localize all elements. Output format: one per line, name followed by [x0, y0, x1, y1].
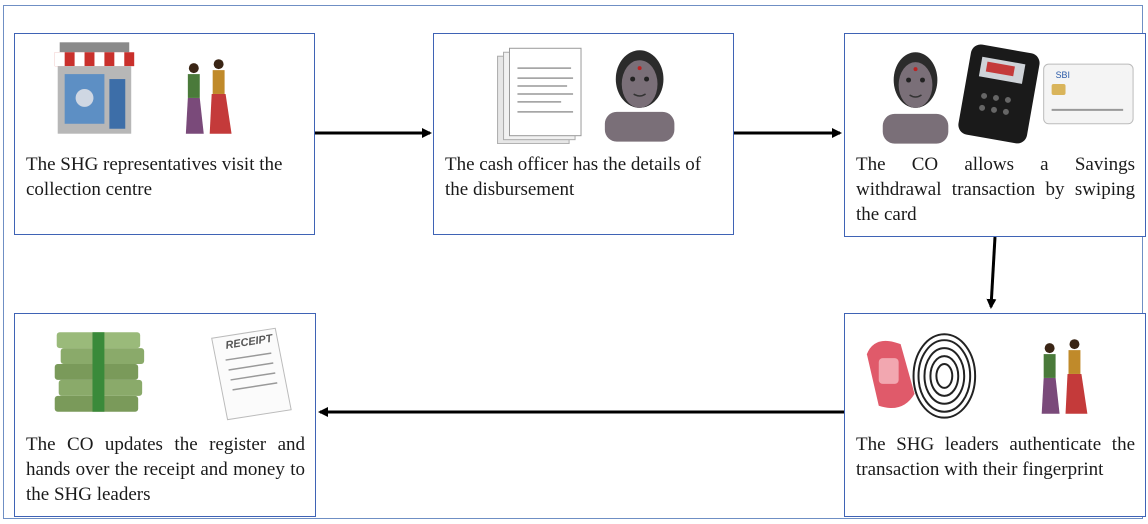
step-box-3: SBI The CO allows a Savings withdrawal t…: [844, 33, 1146, 237]
diagram-frame: [3, 5, 1143, 519]
step5-caption: The CO updates the register and hands ov…: [26, 434, 305, 505]
step-box-4: The SHG leaders authenticate the transac…: [844, 313, 1146, 517]
step5-images: RECEIPT: [54, 327, 292, 421]
step-box-1: The SHG representatives visit the collec…: [14, 33, 315, 235]
shop-icon: [54, 42, 135, 134]
step-box-5: RECEIPT The CO updates the register and …: [14, 313, 316, 517]
cash-officer-icon: [604, 50, 675, 142]
card-reader-icon: [958, 44, 1040, 144]
bank-card-icon: SBI: [1043, 63, 1134, 125]
receipt-icon: RECEIPT: [211, 327, 292, 421]
step-box-2: The cash officer has the details of the …: [433, 33, 734, 235]
women-icon: [185, 59, 232, 134]
step1-caption: The SHG representatives visit the collec…: [26, 154, 283, 200]
step2-images: [497, 47, 675, 144]
money-stack-icon: [54, 332, 145, 412]
step4-images: [866, 333, 1088, 419]
women-icon: [1041, 339, 1088, 414]
step1-images: [54, 42, 232, 134]
step3-images: SBI: [882, 44, 1134, 144]
documents-icon: [497, 47, 582, 144]
card-brand: SBI: [1056, 70, 1070, 80]
officer-icon: [882, 52, 949, 144]
arrow-step3-to-step4: [986, 236, 997, 309]
step2-caption: The cash officer has the details of the …: [445, 154, 702, 200]
fingerprint-scanner-icon: [866, 340, 915, 409]
step4-caption: The SHG leaders authenticate the transac…: [856, 434, 1135, 480]
fingerprint-icon: [912, 333, 977, 419]
step3-caption: The CO allows a Savings withdrawal trans…: [856, 154, 1135, 225]
